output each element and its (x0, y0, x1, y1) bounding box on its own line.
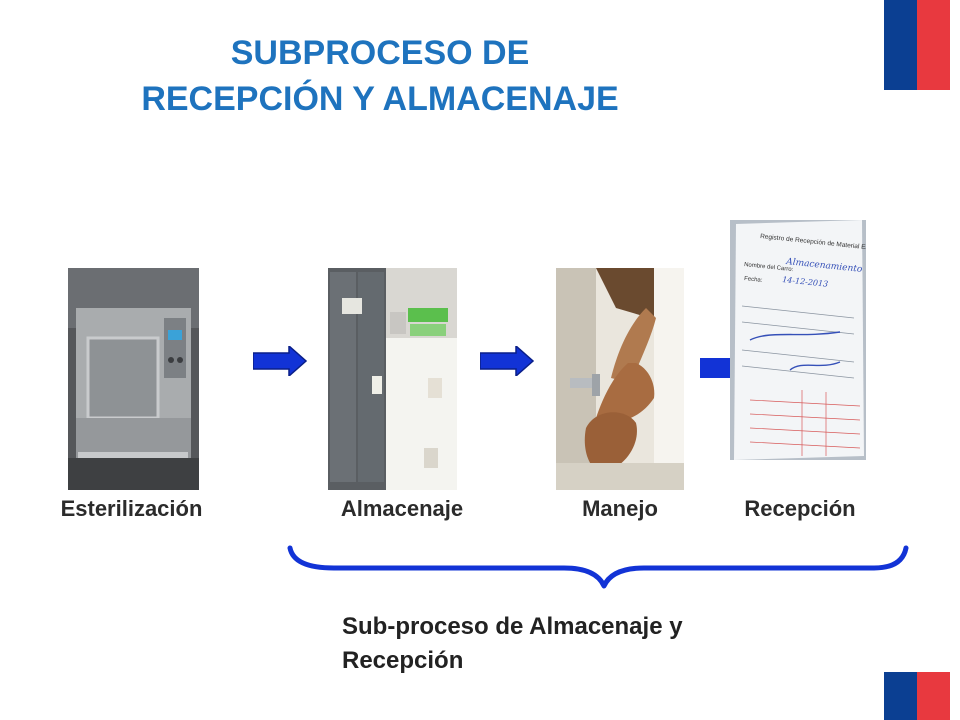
curly-brace-icon (287, 545, 909, 589)
hand-washing-photo (556, 268, 684, 490)
reception-form-photo: Registro de Recepción de Material Estéri… (730, 220, 866, 460)
step-label-esterilizacion: Esterilización (60, 496, 203, 521)
flag-decoration-bottom (884, 672, 950, 720)
step-label-almacenaje: Almacenaje (340, 496, 464, 521)
form-field-date: Fecha: (744, 276, 763, 284)
page-title: SUBPROCESO DE RECEPCIÓN Y ALMACENAJE (40, 30, 720, 122)
subprocess-caption: Sub-proceso de Almacenaje y Recepción (342, 610, 862, 678)
form-field-area: Nombre del Carro: (744, 262, 794, 273)
step-label-manejo: Manejo (582, 496, 658, 521)
arrow-right-icon (253, 346, 307, 376)
caption-line-1: Sub-proceso de Almacenaje y (342, 613, 683, 640)
storage-cabinet-photo (328, 268, 457, 490)
sterilizer-photo (68, 268, 199, 490)
arrow-right-icon (480, 346, 534, 376)
step-label-recepcion: Recepción (744, 496, 856, 521)
title-line-1: SUBPROCESO DE (230, 34, 530, 72)
caption-line-2: Recepción (342, 647, 464, 674)
flag-decoration-top (884, 0, 950, 90)
title-line-2: RECEPCIÓN Y ALMACENAJE (141, 80, 619, 118)
